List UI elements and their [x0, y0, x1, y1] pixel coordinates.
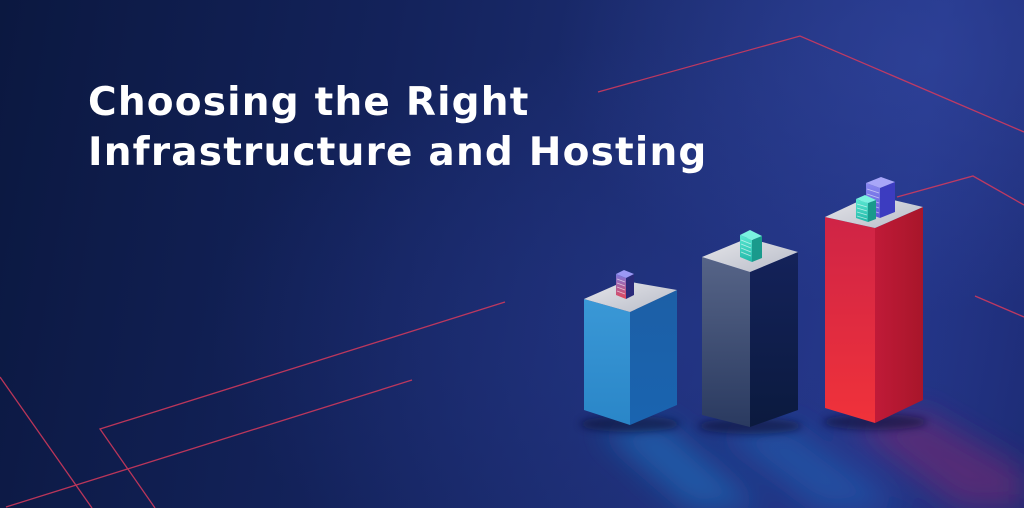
server-icon-large-teal — [856, 195, 876, 222]
headline-line-1: Choosing the Right — [88, 80, 530, 125]
bar-large-red — [825, 195, 923, 423]
headline: Choosing the Right Infrastructure and Ho… — [88, 78, 708, 178]
bar-reflections — [600, 410, 1024, 508]
accent-lines — [0, 35, 1024, 508]
bar-small-blue — [584, 281, 677, 425]
server-icon-small — [616, 270, 634, 299]
bar-medium-slate — [702, 238, 798, 427]
server-icon-medium — [740, 230, 762, 262]
headline-line-2: Infrastructure and Hosting — [88, 130, 708, 175]
